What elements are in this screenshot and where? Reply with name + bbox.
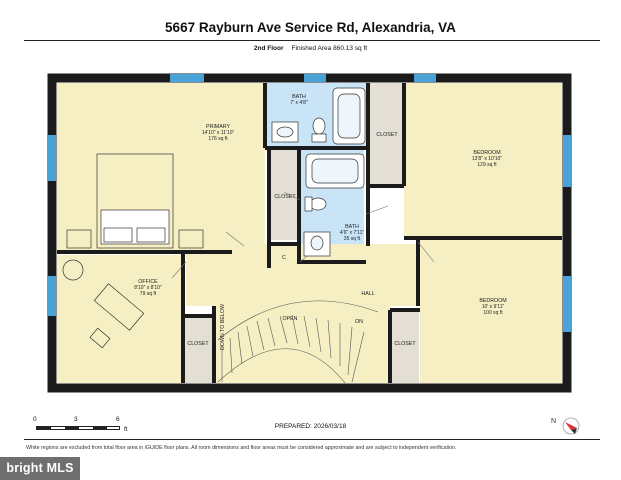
brand-watermark: bright MLS <box>0 457 80 480</box>
room-name: BEDROOM <box>473 150 501 156</box>
nightstand-icon <box>178 229 204 249</box>
room-label-closet: CLOSET <box>271 194 299 200</box>
room-label-closet: CLOSET <box>183 341 213 347</box>
room-area: 35 sq ft <box>343 236 361 242</box>
room-name: ON <box>355 319 363 325</box>
room-name: C <box>282 255 286 261</box>
room-name: CLOSET <box>274 194 296 200</box>
disclaimer-text: White regions are excluded from total fl… <box>26 445 457 451</box>
room-name: OFFICE <box>138 279 158 285</box>
room-dims: 4'6" x 7'11" <box>339 230 365 236</box>
closet-bed2-fill <box>391 312 419 383</box>
floor-area: Finished Area 860.13 sq ft <box>291 45 368 52</box>
round-table-icon <box>62 259 84 281</box>
room-dims: 8'10" x 8'10" <box>134 285 162 291</box>
window <box>414 74 436 82</box>
stair-inner-arc <box>217 348 346 384</box>
room-label-on: ON <box>351 319 367 325</box>
door-swing <box>417 241 435 263</box>
room-label-closet: CLOSET <box>371 132 403 138</box>
room-dims: 14'10" x 11'10" <box>201 130 235 136</box>
compass-icon: N <box>549 412 583 443</box>
floor-name: 2nd Floor <box>253 45 284 52</box>
room-label-bath: BATH 4'6" x 7'11" 35 sq ft <box>332 224 372 242</box>
room-dims: 10' x 9'11" <box>481 304 505 310</box>
scale-tick: 0 <box>33 416 37 423</box>
room-label-office: OFFICE 8'10" x 8'10" 79 sq ft <box>126 279 170 297</box>
room-name: CLOSET <box>187 341 209 347</box>
stair-area-fill <box>216 306 390 383</box>
room-name: OPEN <box>282 316 298 322</box>
closet-mid-fill <box>271 150 298 240</box>
room-label-bedroom: BEDROOM 13'8" x 10'10" 129 sq ft <box>462 150 512 168</box>
room-label-hall: HALL <box>356 291 380 297</box>
fixtures <box>62 87 366 349</box>
closet-top-fill <box>370 83 404 187</box>
closet-office-fill <box>182 318 212 383</box>
room-name: BATH <box>345 224 359 230</box>
divider <box>24 40 600 41</box>
door-swing <box>225 231 245 247</box>
room-name: CLOSET <box>376 132 398 138</box>
prepared-date: PREPARED: 2026/03/18 <box>274 423 347 430</box>
window <box>304 74 326 82</box>
window <box>563 276 571 332</box>
room-area: 79 sq ft <box>139 291 157 297</box>
window <box>48 276 56 316</box>
scale-bar: 0 3 6 ft <box>30 416 140 436</box>
window <box>170 74 204 82</box>
desk-icon <box>93 283 145 331</box>
room-label-open: OPEN <box>277 316 303 322</box>
room-label-primary: PRIMARY 14'10" x 11'10" 176 sq ft <box>196 124 240 142</box>
windows <box>48 74 571 332</box>
room-fills <box>57 83 562 383</box>
room-dims: 7' x 4'8" <box>290 100 308 106</box>
room-name: BATH <box>292 94 306 100</box>
room-label-bath: BATH 7' x 4'8" <box>281 94 317 106</box>
door-swing <box>283 191 301 201</box>
toilet-icon <box>309 197 327 211</box>
nightstand-icon <box>66 229 92 249</box>
window <box>48 135 56 181</box>
bedroom2-fill <box>420 240 562 383</box>
scale-segment <box>37 427 51 429</box>
stair-down-label: DOWN TO BELOW <box>220 297 226 357</box>
chair-icon <box>89 327 111 349</box>
window <box>563 135 571 187</box>
staircase <box>217 300 379 384</box>
room-name: HALL <box>361 291 375 297</box>
room-name: BEDROOM <box>479 298 507 304</box>
door-swing <box>171 261 187 279</box>
room-dims: 13'8" x 10'10" <box>471 156 503 162</box>
room-name: CLOSET <box>394 341 416 347</box>
hall-fill <box>186 244 418 306</box>
room-label-bedroom: BEDROOM 10' x 9'11" 100 sq ft <box>468 298 518 316</box>
door-swing <box>365 205 389 215</box>
plan-title: 5667 Rayburn Ave Service Rd, Alexandria,… <box>165 20 456 35</box>
room-area: 100 sq ft <box>483 310 503 316</box>
room-name: PRIMARY <box>205 124 231 130</box>
room-label-c: C <box>276 255 292 261</box>
divider <box>24 439 600 440</box>
floor-header: 2nd Floor Finished Area 860.13 sq ft <box>0 45 621 52</box>
scale-unit: ft <box>124 426 128 433</box>
room-name: DOWN TO BELOW <box>220 304 226 351</box>
room-area: 129 sq ft <box>477 162 497 168</box>
bedroom1-fill <box>404 83 562 237</box>
stair-outer-arc <box>217 300 379 341</box>
scale-tick: 3 <box>74 416 78 423</box>
toilet-icon <box>312 117 326 135</box>
scale-segment <box>65 427 79 429</box>
scale-segment <box>93 427 107 429</box>
compass-label: N <box>551 418 556 425</box>
scale-tick: 6 <box>116 416 120 423</box>
room-label-closet: CLOSET <box>391 341 419 347</box>
room-area: 176 sq ft <box>208 136 228 142</box>
scale-bar-graphic <box>36 426 120 430</box>
